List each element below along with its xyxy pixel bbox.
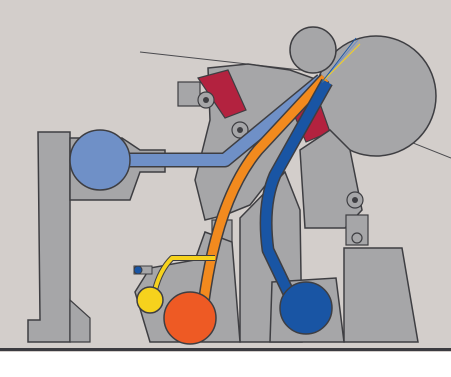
orange-red-tank <box>164 292 216 344</box>
dark-blue-tank <box>280 282 332 334</box>
yellow-tank <box>137 287 163 313</box>
ground-line <box>0 348 451 351</box>
small-roller <box>290 27 336 73</box>
nozzle-icon <box>134 266 152 274</box>
light-blue-tank <box>70 130 130 190</box>
